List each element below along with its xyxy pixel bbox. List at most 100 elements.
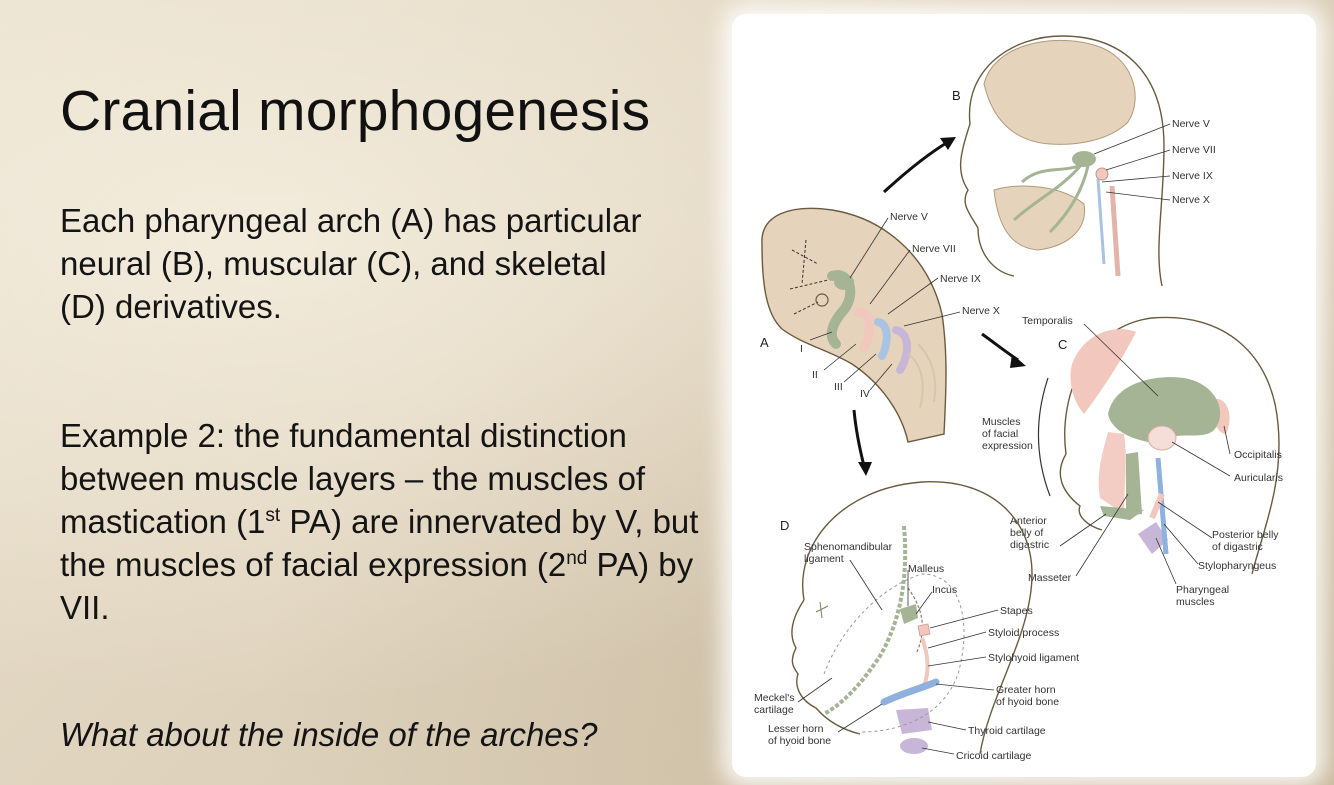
label-d-greater-horn-2: of hyoid bone <box>996 696 1059 708</box>
leader-d-stapes <box>929 609 999 629</box>
leader-b-nerve-v <box>1093 123 1171 155</box>
panel-b-face-profile <box>959 123 1015 277</box>
panel-c-letter: C <box>1058 337 1067 352</box>
label-a-nerve-v: Nerve V <box>890 211 928 223</box>
leader-a-arch-i <box>809 331 833 341</box>
panel-b-nerve-ix-path <box>1096 178 1106 265</box>
example-text-1: Example 2: the fundamental distinction b… <box>60 417 646 540</box>
panel-b-neural-derivatives: B Nerve V Nerve VII Nerve IX Nerve X <box>952 35 1216 287</box>
panel-b-head-outline <box>968 35 1165 287</box>
label-c-facial-expression-3: expression <box>982 440 1033 452</box>
arrow-a-to-d-head <box>858 462 872 476</box>
leader-c-stylopharyngeus <box>1163 523 1199 565</box>
panel-a-embryo-body <box>761 207 947 443</box>
label-d-stylohyoid: Stylohyoid ligament <box>988 652 1079 664</box>
panel-a-embryo: Nerve V Nerve VII Nerve IX Nerve X A I I… <box>760 207 1000 443</box>
panel-d-malleus-incus <box>900 604 918 624</box>
label-arch-iv: IV <box>860 388 870 400</box>
panel-b-nerve-vii-ganglion <box>1095 167 1109 181</box>
label-c-facial-expression-1: Muscles <box>982 416 1021 428</box>
panel-d-eye-mark <box>815 601 829 619</box>
example-text-2: PA) are innervated by V, but the muscles… <box>60 503 699 583</box>
leader-a-arch-iii <box>843 353 877 383</box>
label-b-nerve-vii: Nerve VII <box>1172 144 1216 156</box>
label-d-sphenomandibular-1: Sphenomandibular <box>804 541 893 553</box>
panel-a-somites <box>907 343 937 409</box>
panel-b-letter: B <box>952 88 961 103</box>
superscript-st: st <box>265 505 281 526</box>
leader-d-thyroid <box>927 721 967 731</box>
closing-question: What about the inside of the arches? <box>60 716 598 753</box>
leader-b-nerve-ix <box>1101 175 1171 183</box>
label-d-meckels-2: cartilage <box>754 704 794 716</box>
label-d-sphenomandibular-2: ligament <box>804 553 844 565</box>
panel-c-frontalis <box>1070 329 1136 414</box>
example-paragraph: Example 2: the fundamental distinction b… <box>60 414 700 629</box>
panel-b-jaw-tissue <box>993 185 1086 251</box>
label-c-posterior-belly-2: of digastric <box>1212 541 1263 553</box>
panel-d-skeletal-derivatives: D Sphenomandibular ligament Malleus Incu… <box>754 481 1079 762</box>
panel-a-trigeminal-ganglion <box>834 274 854 290</box>
panel-b-brain <box>983 39 1136 145</box>
label-d-malleus: Malleus <box>908 563 944 575</box>
label-d-meckels-1: Meckel's <box>754 692 795 704</box>
panel-b-trigeminal-ganglion <box>1072 151 1096 167</box>
label-c-pharyngeal-2: muscles <box>1176 596 1215 608</box>
label-d-incus: Incus <box>932 584 957 596</box>
label-d-lesser-horn-2: of hyoid bone <box>768 735 831 747</box>
panel-b-pharynx <box>1109 185 1121 277</box>
label-c-anterior-belly-2: belly of <box>1010 527 1043 539</box>
leader-d-greater-horn <box>935 683 995 691</box>
panel-d-thyroid-cartilage <box>896 708 932 734</box>
panel-a-otic-vesicle <box>815 293 829 307</box>
leader-d-sphenomandibular <box>849 559 883 611</box>
panel-b-nerve-v-branches <box>1012 162 1090 234</box>
panel-c-masseter-muscle <box>1126 452 1142 516</box>
label-b-nerve-x: Nerve X <box>1172 194 1210 206</box>
leader-c-auricularis <box>1171 441 1231 477</box>
panel-c-ear <box>1147 425 1177 451</box>
pharyngeal-arch-diagram: B Nerve V Nerve VII Nerve IX Nerve X Ner… <box>754 35 1283 762</box>
panel-c-stylopharyngeus <box>1155 457 1169 555</box>
panel-a-arch-3 <box>874 318 891 360</box>
label-arch-iii: III <box>834 381 843 393</box>
panel-c-pharyngeal-muscles <box>1138 522 1168 554</box>
panel-d-face-profile <box>791 599 861 735</box>
leader-d-cricoid <box>921 747 955 755</box>
example-text-3: PA) by VII. <box>60 546 694 626</box>
label-c-temporalis: Temporalis <box>1022 315 1073 327</box>
label-c-pharyngeal-1: Pharyngeal <box>1176 584 1229 596</box>
label-d-greater-horn-1: Greater horn <box>996 684 1056 696</box>
panel-d-stapes <box>917 623 931 637</box>
leader-d-styloid <box>927 631 987 649</box>
panel-d-arch-boundary <box>823 573 965 733</box>
panel-d-hyoid <box>880 678 940 706</box>
leader-d-lesser-horn <box>837 703 883 733</box>
arrow-a-to-b <box>882 140 949 194</box>
panel-d-meckels-cartilage <box>823 525 908 716</box>
arrow-a-to-b-head <box>940 137 956 150</box>
leader-a-nerve-ix <box>887 277 939 315</box>
panel-d-head-outline <box>802 481 1033 755</box>
panel-a-migration-arrows <box>789 239 829 315</box>
leader-a-nerve-vii <box>869 249 911 305</box>
label-b-nerve-v: Nerve V <box>1172 118 1210 130</box>
panel-c-bracket <box>1037 377 1051 497</box>
panel-c-temporalis-muscle <box>1108 377 1221 444</box>
label-d-stapes: Stapes <box>1000 605 1033 617</box>
panel-c-facial-muscles <box>1098 432 1126 514</box>
panel-a-letter: A <box>760 335 769 350</box>
label-c-auricularis: Auricularis <box>1234 472 1283 484</box>
label-c-posterior-belly-1: Posterior belly <box>1212 529 1279 541</box>
label-c-stylopharyngeus: Stylopharyngeus <box>1198 560 1276 572</box>
leader-d-incus <box>915 591 933 615</box>
leader-c-pharyngeal <box>1155 537 1177 585</box>
figure-panel: B Nerve V Nerve VII Nerve IX Nerve X Ner… <box>732 14 1316 777</box>
arrow-a-to-c-head <box>1010 354 1026 368</box>
label-b-nerve-ix: Nerve IX <box>1172 170 1213 182</box>
panel-a-arch-2 <box>853 307 874 353</box>
label-arch-i: I <box>800 343 803 355</box>
label-d-lesser-horn-1: Lesser horn <box>768 723 824 735</box>
panel-c-posterior-belly <box>1149 492 1165 520</box>
label-a-nerve-x: Nerve X <box>962 305 1000 317</box>
